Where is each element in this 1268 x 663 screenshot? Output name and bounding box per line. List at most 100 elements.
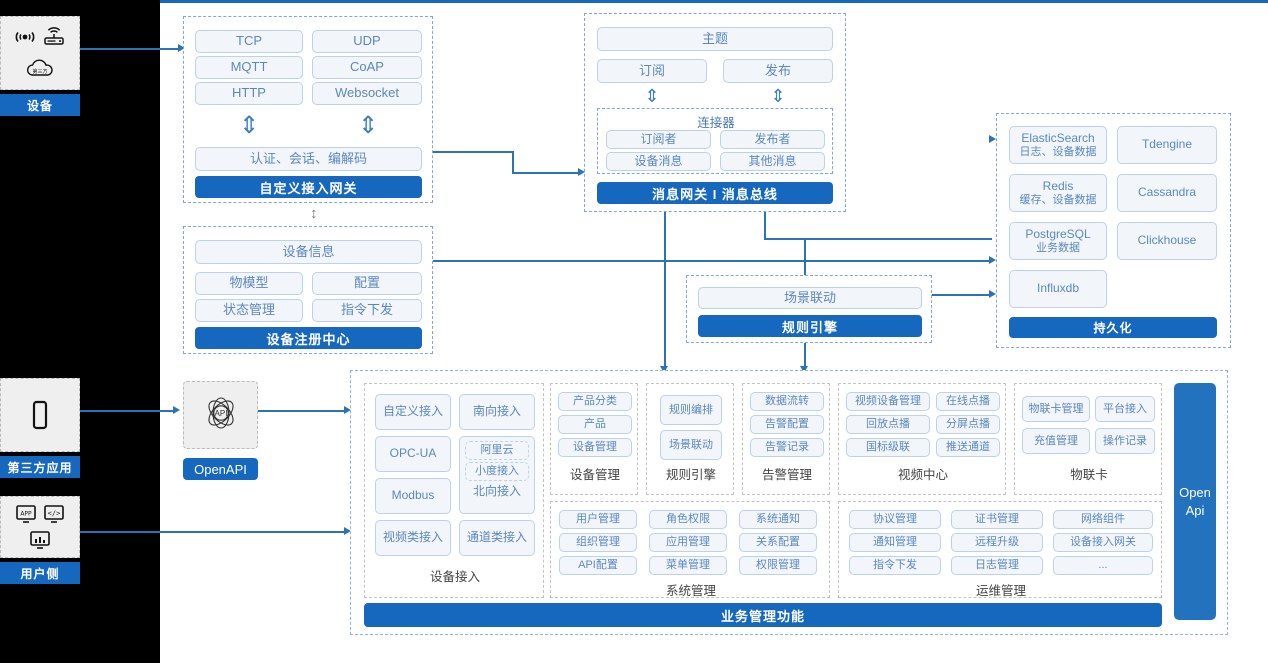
sm-perm-mgmt[interactable]: 权限管理	[739, 556, 817, 575]
access-xiaodu[interactable]: 小度接入	[465, 462, 529, 481]
message-publish[interactable]: 发布	[723, 59, 833, 83]
message-subscribe[interactable]: 订阅	[597, 59, 707, 83]
protocol-udp[interactable]: UDP	[312, 30, 422, 53]
om-remote-upgrade[interactable]: 远程升级	[951, 533, 1043, 552]
openapi-icon-box: API	[183, 381, 258, 449]
om-log-mgmt[interactable]: 日志管理	[951, 556, 1043, 575]
caption-device-access: 设备接入	[429, 570, 480, 584]
am-data-flow[interactable]: 数据流转	[750, 392, 824, 411]
dm-product-category[interactable]: 产品分类	[558, 392, 632, 411]
group-message-bus: 主题 订阅 发布 ⇕ ⇕ 连接器 订阅者 发布者 设备消息 其他消息 消息网关 …	[584, 13, 846, 212]
am-alarm-config[interactable]: 告警配置	[750, 415, 824, 434]
sm-api-config[interactable]: API配置	[559, 556, 637, 575]
sm-menu-mgmt[interactable]: 菜单管理	[649, 556, 727, 575]
signal-icon	[14, 28, 36, 46]
om-cert-mgmt[interactable]: 证书管理	[951, 510, 1043, 529]
om-network-comp[interactable]: 网络组件	[1053, 510, 1153, 529]
ic-card-mgmt[interactable]: 物联卡管理	[1022, 396, 1090, 422]
rule-scene-linkage[interactable]: 场景联动	[698, 287, 922, 309]
connector-subscriber[interactable]: 订阅者	[606, 130, 711, 149]
ic-operation-log[interactable]: 操作记录	[1095, 428, 1155, 454]
gateway-middle-layer[interactable]: 认证、会话、编解码	[195, 147, 422, 171]
message-updown-arrow-right: ⇕	[770, 86, 786, 106]
panel-rule-engine: 规则编排 场景联动 规则引擎	[646, 383, 734, 495]
store-influxdb[interactable]: Influxdb	[1009, 270, 1107, 308]
re-scene-linkage[interactable]: 场景联动	[660, 430, 722, 460]
ic-recharge-mgmt[interactable]: 充值管理	[1022, 428, 1090, 454]
arrow-into-persistence-top	[989, 135, 996, 143]
conn-bus-rule-v	[804, 238, 806, 278]
panel-alarm-mgmt: 数据流转 告警配置 告警记录 告警管理	[742, 383, 830, 495]
thirdparty-icon-box	[0, 378, 80, 452]
openapi-vertical-bar[interactable]: Open Api	[1174, 383, 1216, 620]
caption-iot-card: 物联卡	[1070, 468, 1108, 482]
conn-openapi-business-arrow	[344, 406, 351, 414]
protocol-websocket[interactable]: Websocket	[312, 82, 422, 105]
vc-gb-cascade[interactable]: 国标级联	[846, 438, 930, 457]
protocol-tcp[interactable]: TCP	[195, 30, 303, 53]
sm-org-mgmt[interactable]: 组织管理	[559, 533, 637, 552]
sm-app-mgmt[interactable]: 应用管理	[649, 533, 727, 552]
sm-role-perm[interactable]: 角色权限	[649, 510, 727, 529]
re-rule-orchestration[interactable]: 规则编排	[660, 395, 722, 425]
om-more[interactable]: ...	[1053, 556, 1153, 575]
access-channel[interactable]: 通道类接入	[459, 520, 535, 556]
ic-platform-access[interactable]: 平台接入	[1095, 396, 1155, 422]
access-aliyun[interactable]: 阿里云	[465, 441, 529, 460]
arrow-into-persistence-mid	[989, 256, 996, 264]
am-alarm-record[interactable]: 告警记录	[750, 438, 824, 457]
caption-video-center: 视频中心	[897, 468, 948, 482]
vc-push-channel[interactable]: 推送通道	[936, 438, 1000, 457]
om-device-gateway[interactable]: 设备接入网关	[1053, 533, 1153, 552]
protocol-http[interactable]: HTTP	[195, 82, 303, 105]
message-topic[interactable]: 主题	[597, 27, 833, 51]
dm-device-mgmt[interactable]: 设备管理	[558, 438, 632, 457]
group-device-registry: 设备信息 物模型 配置 状态管理 指令下发 设备注册中心	[183, 226, 433, 354]
access-modbus[interactable]: Modbus	[375, 478, 451, 514]
protocol-coap[interactable]: CoAP	[312, 56, 422, 79]
store-tdengine[interactable]: Tdengine	[1117, 126, 1217, 164]
group-persistence: ElasticSearch 日志、设备数据 Tdengine Redis 缓存、…	[996, 113, 1231, 348]
om-notice-mgmt[interactable]: 通知管理	[849, 533, 941, 552]
protocol-mqtt[interactable]: MQTT	[195, 56, 303, 79]
access-northbound-box[interactable]: 阿里云 小度接入 北向接入	[459, 436, 535, 514]
store-postgresql[interactable]: PostgreSQL 业务数据	[1009, 222, 1107, 260]
store-cassandra[interactable]: Cassandra	[1117, 174, 1217, 212]
sm-relation-cfg[interactable]: 关系配置	[739, 533, 817, 552]
conn-gateway-bus-h1	[433, 151, 513, 153]
openapi-block: API OpenAPI	[183, 381, 258, 480]
vc-video-device-mgmt[interactable]: 视频设备管理	[846, 392, 930, 411]
store-redis[interactable]: Redis 缓存、设备数据	[1009, 174, 1107, 212]
vc-split-screen[interactable]: 分屏点播	[936, 415, 1000, 434]
access-southbound[interactable]: 南向接入	[459, 394, 535, 430]
sidebar-group-device: 第三方 设备	[0, 16, 80, 116]
access-custom[interactable]: 自定义接入	[375, 394, 451, 430]
sm-user-mgmt[interactable]: 用户管理	[559, 510, 637, 529]
registry-command[interactable]: 指令下发	[312, 299, 422, 322]
connector-title: 连接器	[697, 116, 735, 130]
access-opcua[interactable]: OPC-UA	[375, 436, 451, 472]
registry-state-mgmt[interactable]: 状态管理	[195, 299, 303, 322]
registry-config[interactable]: 配置	[312, 272, 422, 295]
group-rule-engine: 场景联动 规则引擎	[686, 275, 932, 343]
dm-product[interactable]: 产品	[558, 415, 632, 434]
vc-playback[interactable]: 回放点播	[846, 415, 930, 434]
registry-thing-model[interactable]: 物模型	[195, 272, 303, 295]
conn-gateway-bus-arrow	[578, 168, 585, 176]
om-protocol-mgmt[interactable]: 协议管理	[849, 510, 941, 529]
connector-device-msg[interactable]: 设备消息	[606, 152, 711, 171]
connector-other-msg[interactable]: 其他消息	[720, 152, 825, 171]
conn-device-gateway-arrow	[178, 44, 185, 52]
caption-rule-engine: 规则引擎	[665, 468, 716, 482]
connector-publisher[interactable]: 发布者	[720, 130, 825, 149]
store-clickhouse[interactable]: Clickhouse	[1117, 222, 1217, 260]
registry-device-info[interactable]: 设备信息	[195, 240, 422, 264]
svg-text:APP: APP	[20, 511, 32, 518]
conn-device-gateway	[80, 48, 180, 50]
sm-sys-notice[interactable]: 系统通知	[739, 510, 817, 529]
vc-online-play[interactable]: 在线点播	[936, 392, 1000, 411]
group-business-management: 自定义接入 南向接入 OPC-UA Modbus 阿里云 小度接入 北向接入 视…	[350, 370, 1228, 635]
access-video[interactable]: 视频类接入	[375, 520, 451, 556]
om-command-issue[interactable]: 指令下发	[849, 556, 941, 575]
store-elasticsearch[interactable]: ElasticSearch 日志、设备数据	[1009, 126, 1107, 164]
